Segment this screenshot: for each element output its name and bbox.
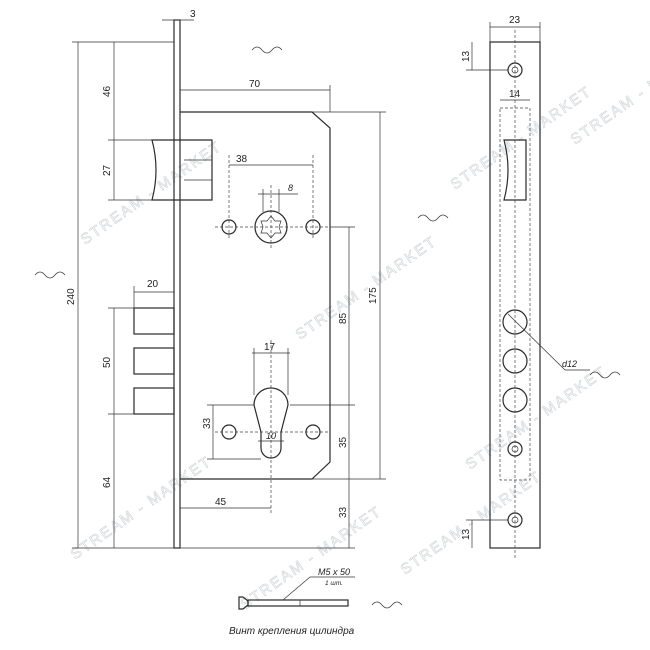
- dim-bolt-depth: 20: [147, 279, 159, 290]
- front-dimensions: 3 70 240 46 27 20 50 64 38: [66, 9, 386, 549]
- cylinder-screw-drawing: M5 x 50 1 шт. Винт крепления цилиндра: [229, 567, 355, 637]
- dim-faceplate-width: 23: [509, 15, 521, 26]
- squiggle-decoration: [34, 271, 66, 279]
- dim-cylinder-bottom: 33: [338, 506, 349, 518]
- dim-body-height: 175: [368, 287, 379, 304]
- squiggle-decoration: [417, 214, 449, 222]
- cylinder-cutout: [253, 387, 289, 459]
- dim-faceplate-hole-top: 13: [461, 50, 472, 62]
- dead-bolt: [133, 387, 175, 415]
- watermark-text: STREAM - MARKET: [78, 138, 226, 248]
- dim-cylinder-width: 17: [264, 342, 276, 353]
- watermark-text: STREAM - MARKET: [398, 468, 546, 578]
- screw-shank: [247, 599, 349, 607]
- dim-latch-height: 27: [102, 164, 113, 176]
- dim-cylinder-slot: 10: [266, 431, 276, 441]
- faceplate-side-view: [489, 30, 541, 560]
- dim-cylinder-hole-offset: 33: [202, 417, 213, 429]
- watermark-layer: STREAM - MARKET STREAM - MARKET STREAM -…: [34, 37, 650, 614]
- dim-cylinder-backset: 45: [215, 497, 227, 508]
- dim-bolt-hole-diameter: d12: [562, 359, 577, 369]
- dim-handle-to-cylinder: 85: [338, 312, 349, 324]
- dim-screw-spacing: 38: [236, 154, 248, 165]
- dim-bottom-to-bolt: 64: [102, 476, 113, 488]
- dim-cam-top: 46: [102, 85, 113, 97]
- dim-follower-width: 8: [288, 183, 293, 193]
- dead-bolt: [133, 307, 175, 335]
- dim-latch-width: 14: [509, 89, 521, 100]
- latch-bolt: [151, 139, 213, 201]
- dim-backset: 70: [249, 79, 261, 90]
- lock-body-front-view: [133, 19, 331, 549]
- squiggle-decoration: [371, 601, 403, 609]
- side-dimensions: 23 13 14 d12 13: [461, 15, 590, 548]
- watermark-text: STREAM - MARKET: [293, 233, 441, 343]
- dim-bolt-span: 50: [102, 356, 113, 368]
- screw-label: M5 x 50: [318, 567, 350, 577]
- latch-profile: [503, 139, 527, 201]
- dim-cylinder-height: 35: [338, 436, 349, 448]
- dim-front-thickness: 3: [190, 9, 196, 20]
- faceplate-screw-hole: [507, 441, 523, 457]
- squiggle-decoration: [589, 371, 621, 379]
- faceplate-edge: [173, 19, 181, 549]
- dim-faceplate-hole-bottom: 13: [461, 528, 472, 540]
- mounting-hole: [221, 424, 237, 440]
- center-lines: [215, 155, 330, 515]
- lock-case: [180, 111, 331, 480]
- dead-bolt: [133, 347, 175, 375]
- watermark-text: STREAM - MARKET: [238, 503, 386, 613]
- squiggle-decoration: [251, 46, 283, 54]
- watermark-text: STREAM - MARKET: [463, 363, 611, 473]
- screw-caption: Винт крепления цилиндра: [229, 626, 355, 637]
- screw-quantity: 1 шт.: [325, 580, 343, 587]
- dim-total-height: 240: [66, 288, 77, 305]
